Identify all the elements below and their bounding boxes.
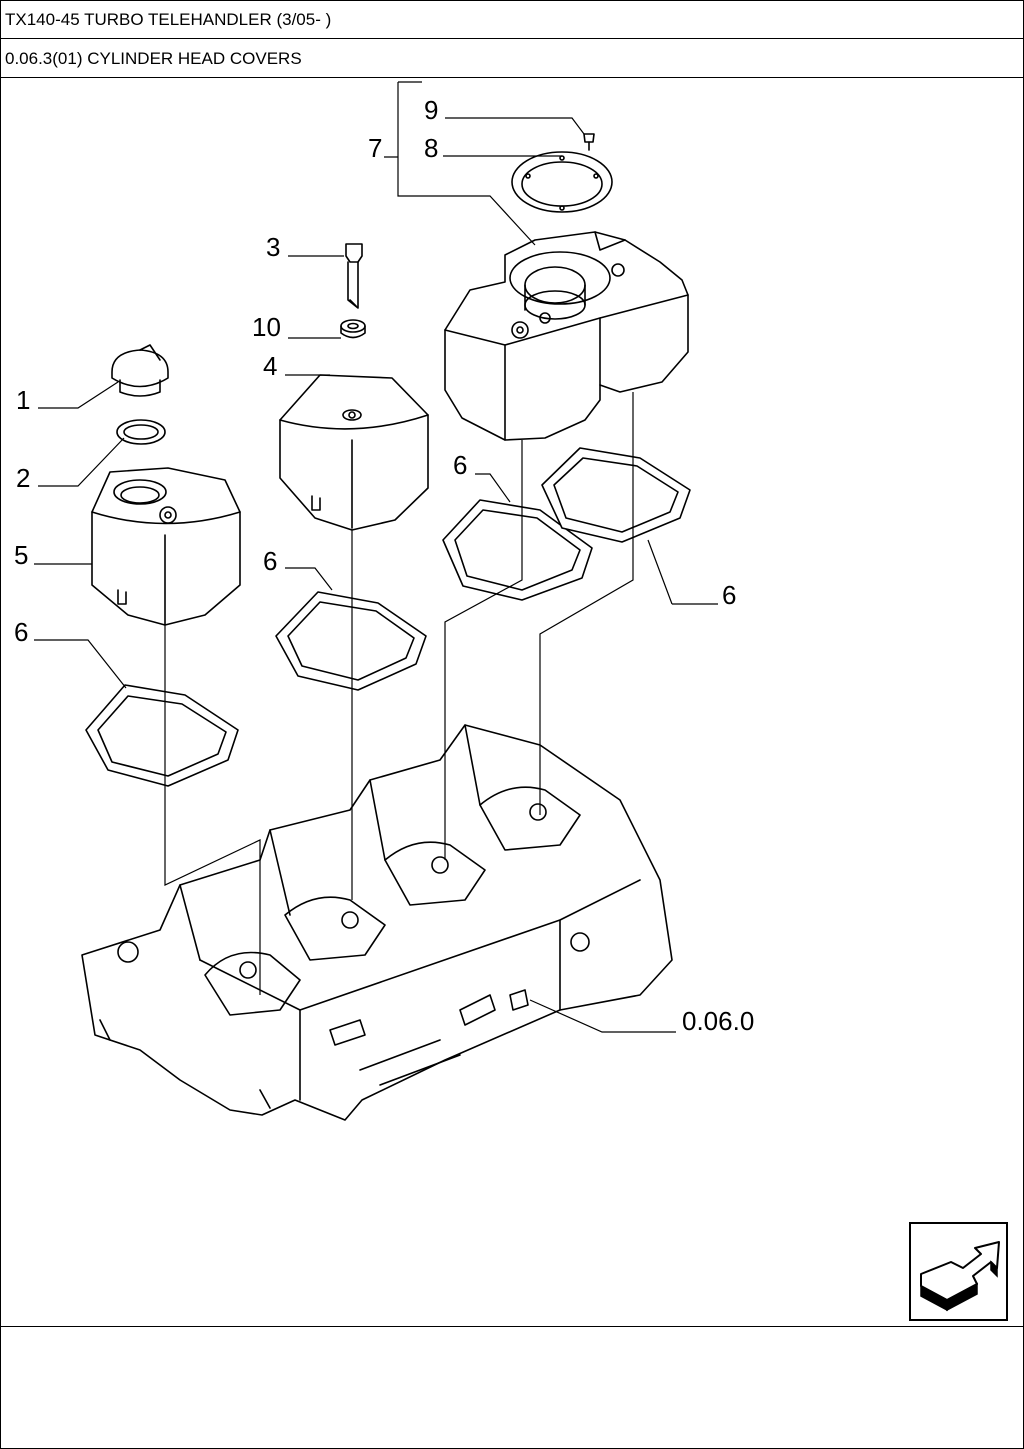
callout-6-right-rear: 6 (722, 580, 736, 610)
callout-2: 2 (16, 463, 30, 493)
part-6-gasket-middle (275, 591, 427, 691)
header-bottom-rule (0, 77, 1024, 78)
callout-3: 3 (266, 232, 280, 262)
callout-labels: 9 8 7 3 10 4 1 2 5 6 6 6 6 0.06.0 (14, 95, 754, 1036)
part-7-large-cover (444, 231, 689, 441)
callout-1: 1 (16, 385, 30, 415)
leader-lines (34, 81, 718, 1033)
callout-5: 5 (14, 540, 28, 570)
callout-6-middle: 6 (263, 546, 277, 576)
section-title: 0.06.3(01) CYLINDER HEAD COVERS (5, 49, 302, 68)
part-9-screw (583, 133, 595, 151)
part-5-filler-cover (91, 467, 241, 626)
callout-9: 9 (424, 95, 438, 125)
callout-4: 4 (263, 351, 277, 381)
part-6-gasket-right-rear (541, 447, 691, 543)
part-6-gasket-left (85, 684, 239, 787)
callout-6-right-front: 6 (453, 450, 467, 480)
footer-divider (0, 1326, 1024, 1327)
part-4-middle-cover (279, 374, 429, 531)
part-2-seal (116, 419, 166, 445)
arrow-next-icon (920, 1241, 1000, 1312)
part-1-oil-cap (111, 344, 169, 397)
model-title: TX140-45 TURBO TELEHANDLER (3/05- ) (5, 10, 332, 29)
header-divider (0, 38, 1024, 39)
part-8-round-gasket (511, 151, 613, 213)
callout-10: 10 (252, 312, 281, 342)
part-3-bolt (345, 243, 363, 309)
part-6-gasket-right-front (442, 499, 593, 601)
callout-reference-section: 0.06.0 (682, 1006, 754, 1036)
next-page-button[interactable] (909, 1222, 1008, 1321)
callout-8: 8 (424, 133, 438, 163)
callout-6-left: 6 (14, 617, 28, 647)
callout-7: 7 (368, 133, 382, 163)
part-10-washer (340, 319, 366, 339)
cylinder-head-assembly (81, 724, 673, 1121)
